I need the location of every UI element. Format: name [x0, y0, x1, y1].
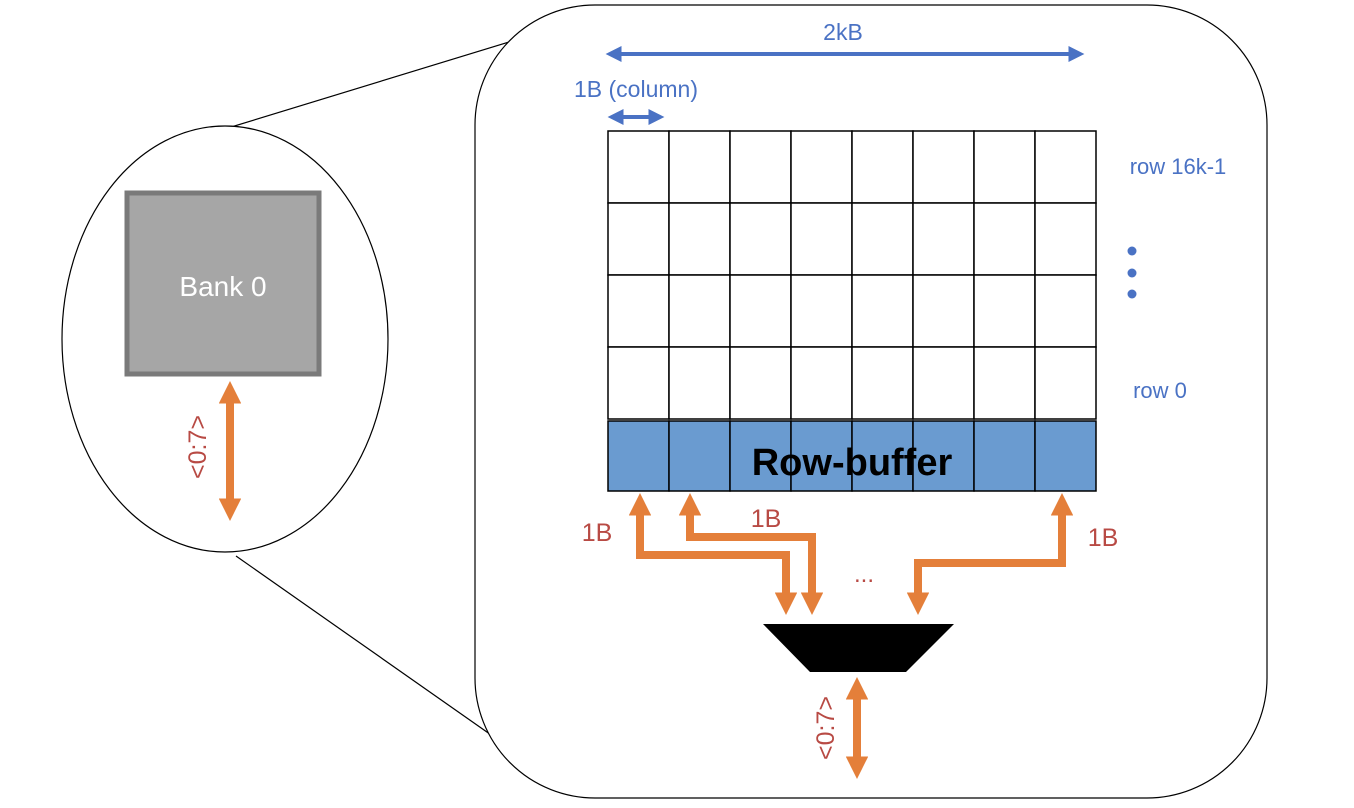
memory-cell: [851, 346, 914, 420]
memory-cell: [790, 130, 853, 204]
route-right-byte: [906, 493, 1074, 615]
memory-cell: [1034, 130, 1097, 204]
column-width-label: 1B (column): [574, 76, 698, 102]
route-middle-byte: [678, 493, 824, 615]
memory-cell: [607, 130, 670, 204]
memory-cell: [851, 202, 914, 276]
mux-input-ellipsis: ...: [854, 561, 874, 588]
bank-bus-label: <0:7>: [184, 415, 212, 479]
memory-cell: [912, 202, 975, 276]
memory-cell: [607, 202, 670, 276]
row-top-label: row 16k-1: [1130, 154, 1227, 179]
row-ellipsis-dot-2: [1127, 268, 1137, 278]
memory-cell: [607, 346, 670, 420]
memory-cell: [729, 202, 792, 276]
memory-cell: [912, 274, 975, 348]
memory-cell: [729, 130, 792, 204]
row-buffer-cell: [729, 420, 792, 492]
memory-cell: [668, 274, 731, 348]
memory-cell: [790, 202, 853, 276]
row-buffer-cell: [851, 420, 914, 492]
memory-cell: [973, 202, 1036, 276]
right-byte-label: 1B: [1088, 524, 1119, 552]
row-buffer-cell: [607, 420, 670, 492]
row-buffer: [607, 420, 1097, 492]
memory-cell: [668, 130, 731, 204]
memory-cell: [973, 274, 1036, 348]
memory-cell: [851, 274, 914, 348]
bank-box: [124, 190, 322, 377]
memory-cell: [912, 346, 975, 420]
zoom-line-top: [227, 37, 523, 129]
memory-cell: [668, 346, 731, 420]
cell-array-grid: [607, 130, 1097, 420]
row-buffer-label: Row-buffer: [752, 442, 953, 484]
memory-cell: [1034, 202, 1097, 276]
memory-cell: [912, 130, 975, 204]
row-buffer-cell: [912, 420, 975, 492]
row-buffer-cell: [1034, 420, 1097, 492]
mux-bus-label: <0:7>: [812, 696, 840, 760]
bank-label: Bank 0: [179, 271, 266, 302]
row-ellipsis-dot-3: [1127, 289, 1137, 299]
memory-cell: [790, 274, 853, 348]
left-byte-label: 1B: [582, 519, 613, 547]
row-buffer-cell: [790, 420, 853, 492]
memory-cell: [973, 130, 1036, 204]
memory-cell: [790, 346, 853, 420]
column-mux: [763, 624, 954, 672]
memory-cell: [729, 274, 792, 348]
memory-cell: [607, 274, 670, 348]
middle-byte-label: 1B: [751, 505, 782, 533]
memory-cell: [1034, 346, 1097, 420]
memory-cell: [973, 346, 1036, 420]
memory-cell: [668, 202, 731, 276]
row-ellipsis-dot-1: [1127, 246, 1137, 256]
memory-cell: [851, 130, 914, 204]
row-buffer-cell: [973, 420, 1036, 492]
row-buffer-cell: [668, 420, 731, 492]
zoom-line-bottom: [235, 555, 505, 745]
row-bottom-label: row 0: [1133, 378, 1187, 403]
memory-cell: [1034, 274, 1097, 348]
memory-cell: [729, 346, 792, 420]
row-width-label: 2kB: [823, 19, 863, 45]
